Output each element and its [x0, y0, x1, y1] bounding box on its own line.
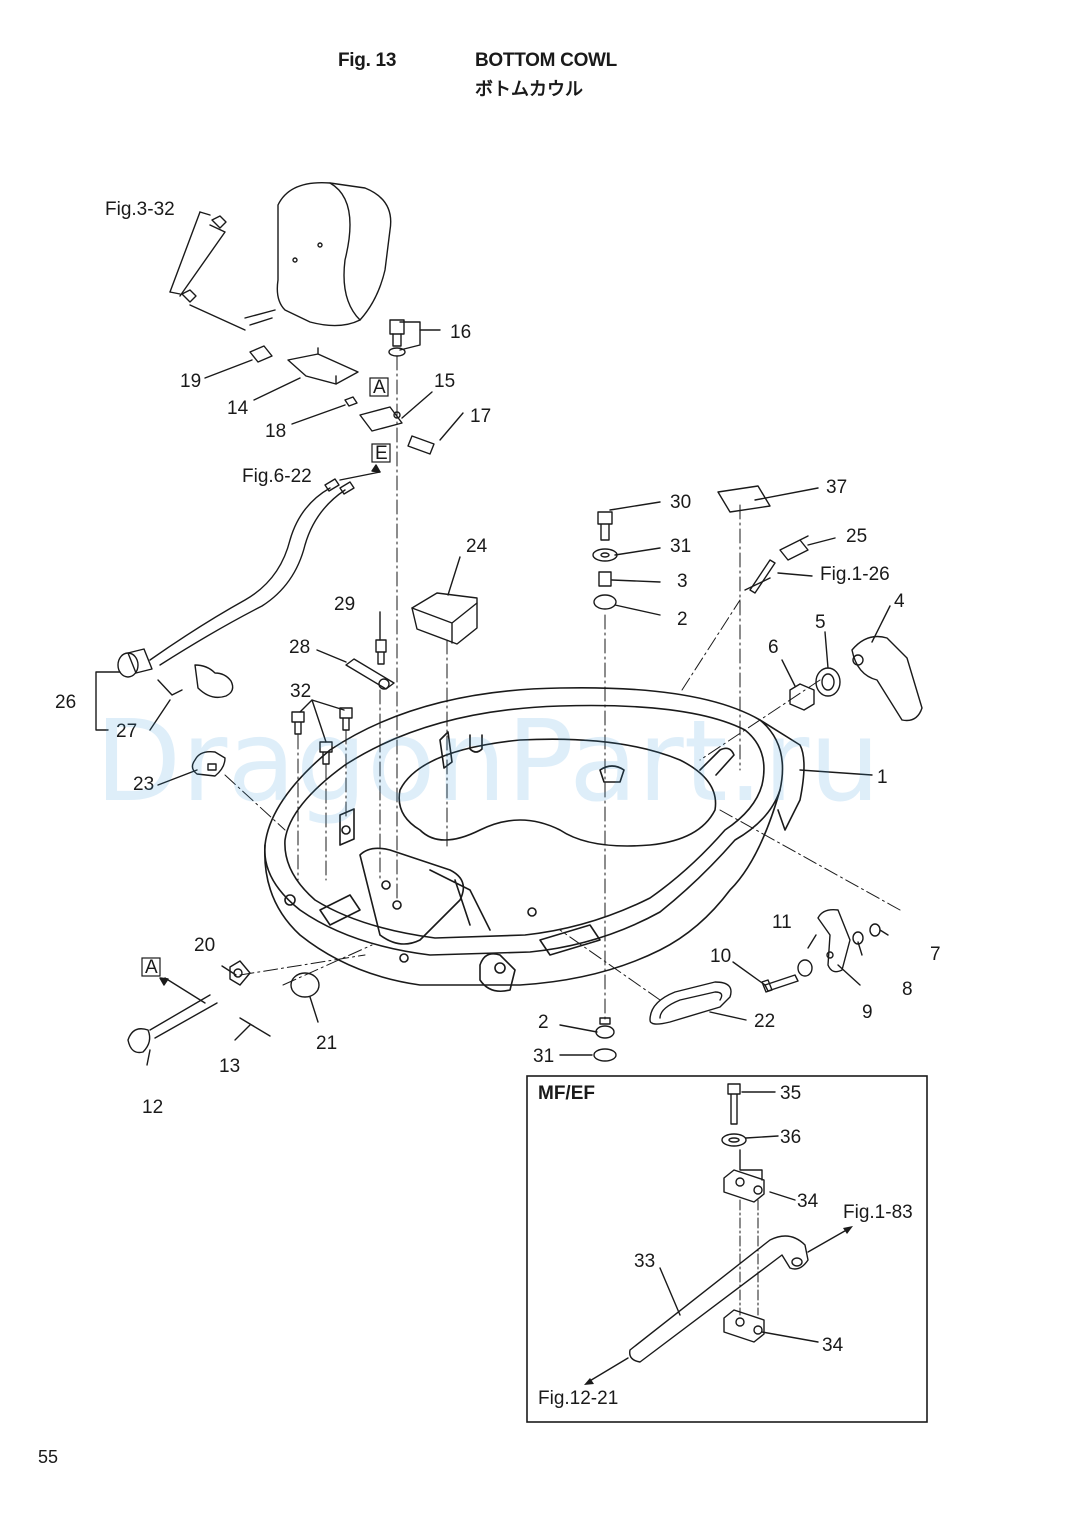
callout: 37 — [826, 477, 847, 498]
callout: 35 — [780, 1083, 801, 1104]
callout: 29 — [334, 594, 355, 615]
callout: 12 — [142, 1097, 163, 1118]
marker-a-top: A — [369, 377, 389, 398]
bottom-cowl-body — [263, 686, 805, 993]
callout: 8 — [902, 979, 913, 1000]
mf-ef-inset — [526, 1075, 928, 1423]
svg-text:A: A — [145, 957, 158, 978]
callout: 20 — [194, 935, 215, 956]
ref-fig12-21: Fig.12-21 — [538, 1388, 618, 1409]
callout: 22 — [754, 1011, 775, 1032]
ref-fig6-22: Fig.6-22 — [242, 466, 312, 487]
stop-switch-cable — [117, 478, 355, 699]
callout: 34 — [822, 1335, 844, 1356]
svg-text:E: E — [375, 443, 388, 464]
marker-a-bottom: A — [141, 957, 161, 978]
callout: 3 — [677, 571, 688, 592]
callout: 21 — [316, 1033, 337, 1054]
callout: 6 — [768, 637, 779, 658]
callout: 31 — [533, 1046, 554, 1067]
callout: 13 — [219, 1056, 240, 1077]
callout: 27 — [116, 721, 137, 742]
left-lower-parts — [127, 960, 617, 1062]
reference-arrows — [159, 464, 381, 986]
ref-fig1-26: Fig.1-26 — [820, 564, 890, 585]
callout: 25 — [846, 526, 867, 547]
callout: 4 — [894, 591, 905, 612]
leader-lines — [95, 224, 891, 1066]
ref-fig1-83: Fig.1-83 — [843, 1202, 913, 1223]
part-callouts: 16 19 15 14 17 18 30 37 31 25 3 24 2 29 … — [55, 322, 941, 1118]
callout: 9 — [862, 1002, 873, 1023]
inset-label: MF/EF — [538, 1083, 595, 1104]
callout: 34 — [797, 1191, 819, 1212]
cover-part-24 — [411, 592, 478, 645]
callout: 10 — [710, 946, 731, 967]
callout: 5 — [815, 612, 826, 633]
callout: 26 — [55, 692, 76, 713]
grommet-23 — [191, 750, 226, 777]
callout: 2 — [538, 1012, 549, 1033]
page-number: 55 — [38, 1447, 59, 1467]
figure-title: BOTTOM COWL — [475, 50, 617, 71]
callout: 24 — [466, 536, 488, 557]
watermark: DragonPart.ru — [95, 697, 880, 827]
callout: 14 — [227, 398, 249, 419]
callout: 30 — [670, 492, 691, 513]
callout: 28 — [289, 637, 310, 658]
callout: 18 — [265, 421, 286, 442]
callout: 15 — [434, 371, 455, 392]
link-rod — [169, 211, 246, 331]
ref-fig3-32: Fig.3-32 — [105, 199, 175, 220]
callout: 23 — [133, 774, 154, 795]
svg-text:A: A — [373, 377, 386, 398]
screws-32 — [291, 707, 353, 765]
callout: 32 — [290, 681, 311, 702]
callout: 16 — [450, 322, 471, 343]
callout: 1 — [877, 767, 888, 788]
figure-number: Fig. 13 — [338, 50, 397, 71]
callout: 11 — [772, 912, 792, 933]
plate-28 — [345, 639, 395, 690]
right-lower-parts — [649, 908, 881, 1025]
callout: 7 — [930, 944, 941, 965]
callout: 19 — [180, 371, 201, 392]
figure-subtitle: ボトムカウル — [475, 79, 583, 100]
callout: 31 — [670, 536, 691, 557]
marker-e: E — [371, 443, 391, 464]
centre-lines — [224, 355, 901, 1021]
upper-cowl-part — [244, 181, 392, 327]
callout: 36 — [780, 1127, 801, 1148]
callout: 2 — [677, 609, 688, 630]
right-upper-parts — [592, 485, 923, 722]
callout: 17 — [470, 406, 491, 427]
inset-callouts: 35 36 34 33 34 — [634, 1083, 844, 1356]
callout: 33 — [634, 1251, 655, 1272]
